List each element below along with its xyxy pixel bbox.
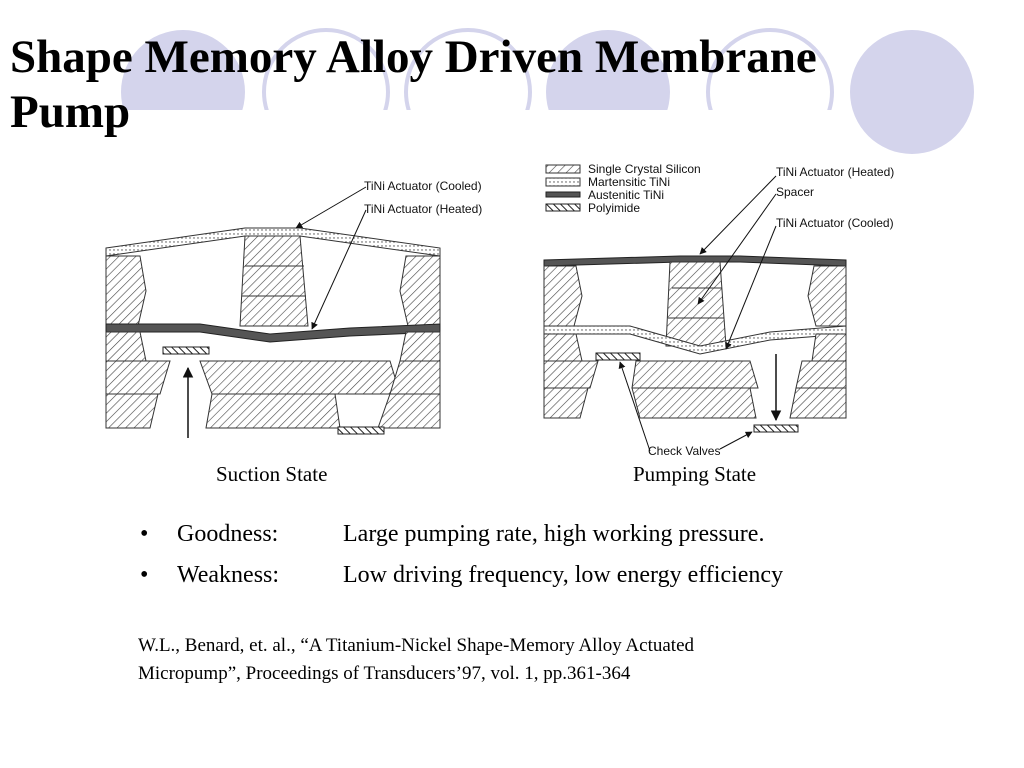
bullet-item-weakness: • Weakness: Low driving frequency, low e… [140,561,960,589]
bullet-item-goodness: • Goodness: Large pumping rate, high wor… [140,520,960,548]
label-check-valves: Check Valves [648,444,720,458]
legend-label-silicon: Single Crystal Silicon [588,162,701,176]
title-line-2: Pump [10,86,131,138]
label-actuator-cooled-left: TiNi Actuator (Cooled) [364,179,482,193]
legend-label-austenitic: Austenitic TiNi [588,188,664,202]
label-actuator-heated-left: TiNi Actuator (Heated) [364,202,482,216]
slide-title: Shape Memory Alloy Driven Membrane Pump [10,30,970,140]
bullet-label: Goodness: [177,521,279,547]
decor-ring [262,28,390,110]
legend-swatch-austenitic [545,191,581,198]
caption-pumping-state: Pumping State [633,462,757,486]
label-spacer: Spacer [776,185,814,199]
decor-circle [121,30,245,110]
legend-swatch-silicon [545,164,581,174]
legend-label-polyimide: Polyimide [588,201,640,215]
pumping-state-diagram: Single Crystal Silicon Martensitic TiNi … [543,162,894,458]
pump-diagram: TiNi Actuator (Cooled) TiNi Actuator (He… [105,162,894,458]
suction-state-diagram: TiNi Actuator (Cooled) TiNi Actuator (He… [105,179,482,438]
title-line-1: Shape Memory Alloy Driven Membrane [10,31,817,83]
legend-swatch-martensitic [545,177,581,187]
decor-ring [706,28,834,110]
bullet-list: • Goodness: Large pumping rate, high wor… [140,520,960,602]
caption-suction-state: Suction State [216,462,328,486]
bullet-label: Weakness: [177,562,280,588]
bullet-marker: • [140,562,149,588]
reference-line-2: Micropump”, Proceedings of Transducers’9… [138,663,631,684]
decor-circle [850,30,974,154]
reference-line-1: W.L., Benard, et. al., “A Titanium-Nicke… [138,635,695,656]
label-actuator-heated-right: TiNi Actuator (Heated) [776,165,894,179]
legend-label-martensitic: Martensitic TiNi [588,175,670,189]
diagram-legend: Single Crystal Silicon Martensitic TiNi … [545,162,701,215]
decor-ring [404,28,532,110]
legend-swatch-polyimide [545,203,581,212]
bullet-marker: • [140,521,149,547]
bullet-text: Large pumping rate, high working pressur… [343,521,765,547]
background-decoration [121,28,974,154]
decor-circle [546,30,670,110]
bullet-text: Low driving frequency, low energy effici… [343,562,784,588]
reference-citation: W.L., Benard, et. al., “A Titanium-Nicke… [138,632,898,688]
label-actuator-cooled-right: TiNi Actuator (Cooled) [776,216,894,230]
